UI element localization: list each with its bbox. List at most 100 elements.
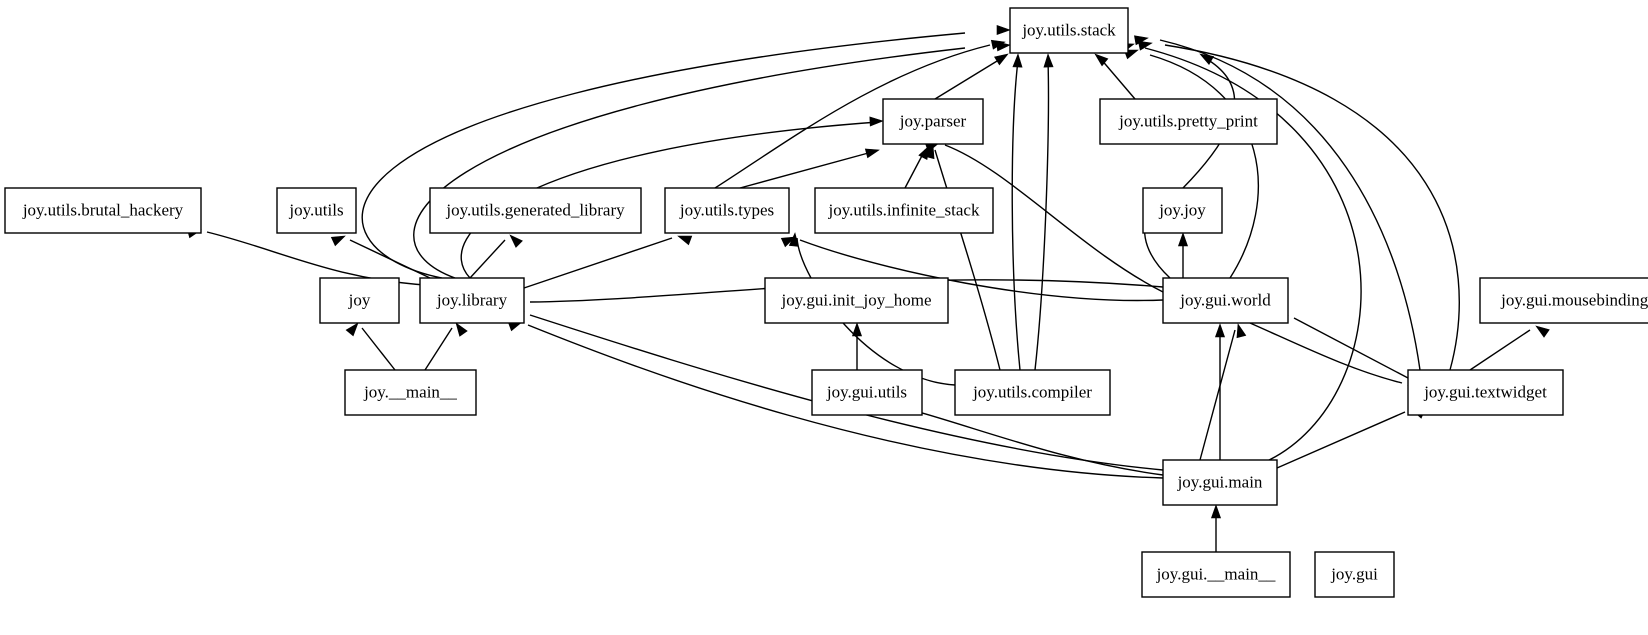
edge-line [1034,59,1050,371]
graph-edge [851,322,863,370]
node-label: joy.gui.init_joy_home [780,290,931,309]
edge-arrowhead [1177,232,1189,247]
node-label: joy.utils.pretty_print [1118,111,1258,130]
node-box[interactable] [276,187,357,234]
graph-node-joy-utils-compiler[interactable]: joy.utils.compiler [954,369,1111,416]
edge-line [1249,322,1403,384]
node-box[interactable] [882,98,984,145]
node-box[interactable] [429,187,642,234]
graph-node-joy-utils-brutal-hackery[interactable]: joy.utils.brutal_hackery [4,187,202,234]
node-label: joy.__main__ [363,382,457,401]
graph-node-joy-gui---main--[interactable]: joy.gui.__main__ [1141,551,1291,598]
node-box[interactable] [1142,187,1223,234]
edge-line [934,149,1001,371]
node-label: joy.gui.textwidget [1423,382,1547,401]
node-box[interactable] [319,277,400,324]
node-label: joy.utils.infinite_stack [828,200,980,219]
edge-arrowhead [1214,323,1226,338]
graph-node-joy-gui[interactable]: joy.gui [1314,551,1395,598]
node-box[interactable] [1479,277,1648,324]
graph-edge [934,53,1009,100]
edge-arrowhead [677,235,693,246]
edge-line [944,144,1164,293]
graph-node-joy-utils-types[interactable]: joy.utils.types [664,187,790,234]
graph-node-joy-gui-init-joy-home[interactable]: joy.gui.init_joy_home [764,277,949,324]
node-label: joy.parser [899,111,967,130]
graph-node-joy-library[interactable]: joy.library [419,277,525,324]
node-box[interactable] [811,369,923,416]
graph-node-joy-joy[interactable]: joy.joy [1142,187,1223,234]
graph-node-joy-gui-main[interactable]: joy.gui.main [1162,459,1278,506]
graph-edge [330,235,431,279]
graph-node-joy-gui-textwidget[interactable]: joy.gui.textwidget [1407,369,1564,416]
node-box[interactable] [4,187,202,234]
node-box[interactable] [1009,7,1129,54]
graph-edge [1249,322,1423,387]
edge-line [349,239,431,279]
graph-node-joy-gui-utils[interactable]: joy.gui.utils [811,369,923,416]
node-label: joy [348,290,371,309]
edge-line [1469,329,1531,371]
graph-edge [1214,323,1226,460]
edge-line [934,57,1003,100]
edge-arrowhead [1535,325,1550,338]
graph-edge [714,39,1006,189]
graph-node-joy-parser[interactable]: joy.parser [882,98,984,145]
node-box[interactable] [764,277,949,324]
edge-line [1164,44,1460,371]
edge-arrowhead [1236,323,1247,339]
node-label: joy.utils.compiler [972,382,1092,401]
graph-edge [1034,53,1054,371]
node-box[interactable] [814,187,994,234]
edge-arrowhead [869,116,884,127]
edge-line [1159,39,1421,371]
node-label: joy.utils.types [679,200,774,219]
node-label: joy.utils.brutal_hackery [22,200,184,219]
edge-line [1144,47,1362,463]
graph-edge [186,228,426,286]
node-label: joy.utils [288,200,343,219]
node-label: joy.gui.main [1177,472,1263,491]
edge-arrowhead [780,236,796,248]
node-box[interactable] [1314,551,1395,598]
graph-node-joy-utils-infinite-stack[interactable]: joy.utils.infinite_stack [814,187,994,234]
edge-line [714,44,991,189]
graph-edge [739,148,880,189]
node-label: joy.gui.utils [826,382,907,401]
edge-line [469,239,506,279]
edge-line [796,237,956,386]
node-box[interactable] [1162,459,1278,506]
node-box[interactable] [1141,551,1291,598]
edge-line [361,327,396,371]
edge-arrowhead [1137,40,1153,51]
graph-edge [1469,325,1550,371]
node-box[interactable] [419,277,525,324]
node-label: joy.utils.generated_library [445,200,625,219]
graph-edge [1199,323,1247,461]
graph-edge [469,234,523,279]
edge-line [527,324,1164,479]
graph-edge [424,322,468,371]
node-box[interactable] [1099,98,1278,145]
graph-node-joy-gui-mousebindings[interactable]: joy.gui.mousebindings [1479,277,1648,324]
graph-node-joy[interactable]: joy [319,277,400,324]
node-box[interactable] [664,187,790,234]
graph-node-joy-utils-stack[interactable]: joy.utils.stack [1009,7,1129,54]
node-box[interactable] [1162,277,1289,324]
graph-node-joy-utils-generated-library[interactable]: joy.utils.generated_library [429,187,642,234]
graph-node-joy-gui-world[interactable]: joy.gui.world [1162,277,1289,324]
edge-arrowhead [994,53,1009,66]
graph-node-joy-utils[interactable]: joy.utils [276,187,357,234]
edge-line [1199,329,1236,461]
node-box[interactable] [954,369,1111,416]
graph-node-joy---main--[interactable]: joy.__main__ [344,369,477,416]
node-box[interactable] [1407,369,1564,416]
graph-edge [1137,40,1460,371]
edge-arrowhead [1043,53,1054,68]
graph-edge [1273,304,1409,379]
graph-edge [1134,35,1421,371]
edge-line [1293,317,1409,379]
graph-node-joy-utils-pretty-print[interactable]: joy.utils.pretty_print [1099,98,1278,145]
node-box[interactable] [344,369,477,416]
